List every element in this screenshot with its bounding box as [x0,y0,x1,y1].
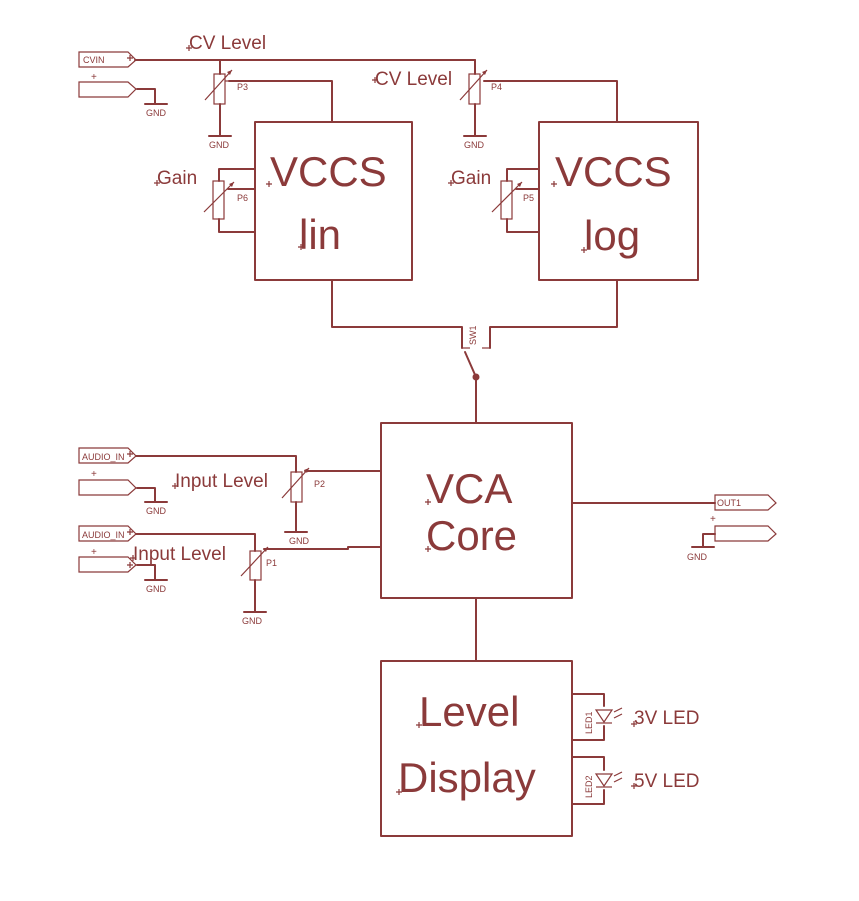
pot-p2: P2 [281,467,325,503]
svg-text:+: + [710,514,716,525]
vccs-lin-title: VCCS [270,148,387,195]
led-led1: LED1 [584,707,623,734]
wires [134,59,716,805]
vccs-lin-subtitle: lin [299,211,341,258]
port-out1: OUT1 + [710,494,777,542]
port-audio-in-1: AUDIO_IN + [78,447,137,496]
svg-text:+: + [91,547,97,558]
led-5v-label: 5V LED [634,771,699,792]
gnd-label: GND [146,506,167,516]
pot-p5-label: P5 [523,193,534,203]
gnd-label: GND [242,616,263,626]
block-vccs-log: VCCS log [538,121,699,281]
vca-core-subtitle: Core [426,512,517,559]
port-audio-in-1-label: AUDIO_IN [82,452,125,462]
gnd-label: GND [146,584,167,594]
pot-p5: P5 [491,180,534,220]
switch-sw1-label: SW1 [468,325,478,345]
cv-level-label: CV Level [189,33,266,54]
led-led2: LED2 [584,771,623,798]
block-vccs-lin: VCCS lin [254,121,413,281]
port-cvin-label: CVIN [83,55,105,65]
level-display-title: Level [419,688,519,735]
pot-p3-label: P3 [237,82,248,92]
pot-p6: P6 [203,180,248,220]
gain-label: Gain [451,168,491,189]
pot-p3: P3 [204,69,248,105]
port-audio-in-2: AUDIO_IN + [78,525,137,573]
pot-p4-label: P4 [491,82,502,92]
port-out1-label: OUT1 [717,498,741,508]
vccs-log-subtitle: log [584,212,640,259]
gnd-label: GND [146,108,167,118]
annotations: CV Level CV Level Gain Gain Input Level … [133,33,699,792]
led-led2-label: LED2 [584,775,594,798]
pot-p1: P1 [240,546,277,581]
led-led1-label: LED1 [584,711,594,734]
vccs-log-title: VCCS [555,148,672,195]
port-audio-in-2-label: AUDIO_IN [82,530,125,540]
pot-p2-label: P2 [314,479,325,489]
gnd-label: GND [209,140,230,150]
cv-level-label: CV Level [375,69,452,90]
gnd-symbols: GND GND GND GND GND GND GND GND [144,103,715,626]
input-level-label: Input Level [175,471,268,492]
svg-text:+: + [91,72,97,83]
gnd-label: GND [687,552,708,562]
pot-p1-label: P1 [266,558,277,568]
block-level-display: Level Display [380,660,573,837]
origin-marks [127,45,637,795]
gnd-label: GND [289,536,310,546]
switch-sw1: SW1 [462,325,490,381]
input-level-label: Input Level [133,544,226,565]
gnd-label: GND [464,140,485,150]
port-cvin: CVIN + [78,51,137,98]
gain-label: Gain [157,168,197,189]
pot-p6-label: P6 [237,193,248,203]
level-display-subtitle: Display [398,754,536,801]
led-3v-label: 3V LED [634,708,699,729]
block-vca-core: VCA Core [380,422,573,599]
svg-text:+: + [91,469,97,480]
vca-core-title: VCA [426,465,512,512]
pot-p4: P4 [459,69,502,105]
